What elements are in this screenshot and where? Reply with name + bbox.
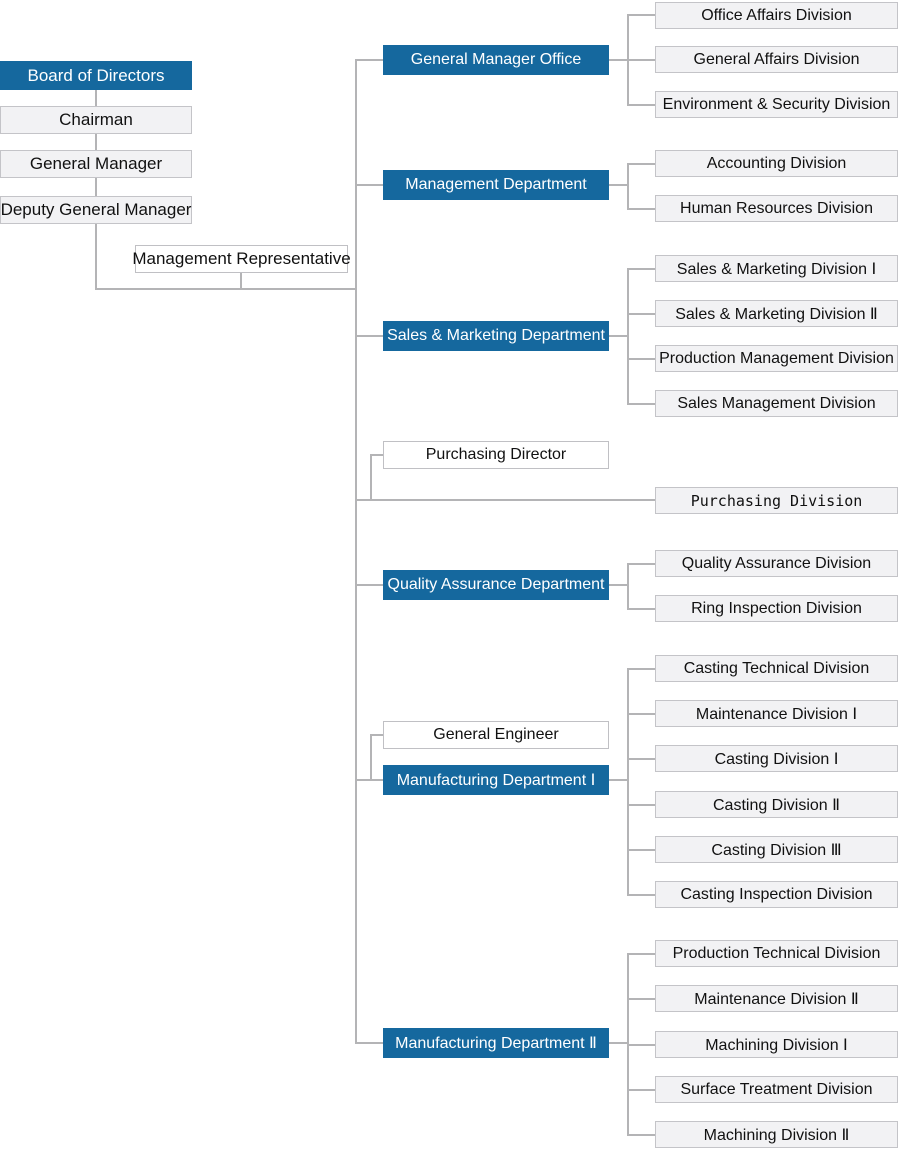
connector-line	[240, 272, 242, 290]
node-general-engineer: General Engineer	[383, 721, 609, 749]
connector-line	[627, 894, 655, 896]
node-division-sales-marketing-2: Sales & Marketing Division Ⅱ	[655, 300, 898, 327]
connector-line	[627, 563, 629, 610]
node-purchasing-director: Purchasing Director	[383, 441, 609, 469]
connector-line	[355, 59, 383, 61]
node-division-casting-2: Casting Division Ⅱ	[655, 791, 898, 818]
connector-line	[609, 59, 629, 61]
node-division-purchasing: Purchasing Division	[655, 487, 898, 514]
connector-line	[355, 184, 383, 186]
connector-line	[355, 779, 383, 781]
connector-line	[627, 758, 655, 760]
connector-line	[609, 184, 629, 186]
node-division-office-affairs: Office Affairs Division	[655, 2, 898, 29]
connector-line	[370, 734, 383, 736]
node-division-ring-inspection: Ring Inspection Division	[655, 595, 898, 622]
node-division-casting-3: Casting Division Ⅲ	[655, 836, 898, 863]
connector-line	[370, 734, 372, 781]
node-dept-sales-marketing-department: Sales & Marketing Department	[383, 321, 609, 351]
node-division-casting-technical: Casting Technical Division	[655, 655, 898, 682]
node-dept-general-manager-office: General Manager Office	[383, 45, 609, 75]
node-division-production-management: Production Management Division	[655, 345, 898, 372]
node-general-manager: General Manager	[0, 150, 192, 178]
connector-line	[609, 584, 629, 586]
connector-line	[609, 779, 629, 781]
connector-line	[627, 163, 655, 165]
node-division-casting-inspection: Casting Inspection Division	[655, 881, 898, 908]
connector-line	[95, 90, 97, 290]
connector-line	[627, 403, 655, 405]
connector-line	[355, 584, 383, 586]
connector-line	[627, 1044, 655, 1046]
connector-line	[627, 563, 655, 565]
node-division-maintenance-1: Maintenance Division Ⅰ	[655, 700, 898, 727]
connector-line	[627, 998, 655, 1000]
node-deputy-general-manager: Deputy General Manager	[0, 196, 192, 224]
node-management-representative: Management Representative	[132, 245, 351, 273]
node-dept-manufacturing-department-2: Manufacturing Department Ⅱ	[383, 1028, 609, 1058]
node-division-environment-security: Environment & Security Division	[655, 91, 898, 118]
node-division-sales-management: Sales Management Division	[655, 390, 898, 417]
connector-line	[355, 499, 655, 501]
node-division-surface-treatment: Surface Treatment Division	[655, 1076, 898, 1103]
connector-line	[609, 335, 629, 337]
connector-line	[627, 668, 655, 670]
connector-line	[627, 59, 655, 61]
node-division-production-technical: Production Technical Division	[655, 940, 898, 967]
node-dept-manufacturing-department-1: Manufacturing Department Ⅰ	[383, 765, 609, 795]
node-division-quality-assurance: Quality Assurance Division	[655, 550, 898, 577]
connector-line	[627, 208, 655, 210]
node-dept-quality-assurance-department: Quality Assurance Department	[383, 570, 609, 600]
connector-line	[370, 454, 372, 501]
node-division-general-affairs: General Affairs Division	[655, 46, 898, 73]
connector-line	[627, 1134, 655, 1136]
node-division-machining-2: Machining Division Ⅱ	[655, 1121, 898, 1148]
node-division-sales-marketing-1: Sales & Marketing Division Ⅰ	[655, 255, 898, 282]
connector-line	[627, 1089, 655, 1091]
connector-line	[627, 804, 655, 806]
connector-line	[627, 713, 655, 715]
connector-line	[627, 849, 655, 851]
connector-line	[370, 454, 383, 456]
connector-line	[627, 104, 655, 106]
node-chairman: Chairman	[0, 106, 192, 134]
connector-line	[355, 59, 357, 1044]
connector-line	[627, 668, 629, 896]
node-division-casting-1: Casting Division Ⅰ	[655, 745, 898, 772]
connector-line	[627, 14, 655, 16]
node-division-maintenance-2: Maintenance Division Ⅱ	[655, 985, 898, 1012]
connector-line	[355, 335, 383, 337]
connector-line	[95, 288, 357, 290]
connector-line	[627, 268, 629, 405]
connector-line	[627, 268, 655, 270]
node-dept-management-department: Management Department	[383, 170, 609, 200]
connector-line	[627, 313, 655, 315]
connector-line	[609, 1042, 629, 1044]
connector-line	[355, 1042, 383, 1044]
node-division-machining-1: Machining Division Ⅰ	[655, 1031, 898, 1058]
connector-line	[627, 163, 629, 210]
node-division-accounting: Accounting Division	[655, 150, 898, 177]
node-board-of-directors: Board of Directors	[0, 61, 192, 90]
connector-line	[627, 608, 655, 610]
connector-line	[627, 953, 655, 955]
connector-line	[627, 358, 655, 360]
node-division-human-resources: Human Resources Division	[655, 195, 898, 222]
